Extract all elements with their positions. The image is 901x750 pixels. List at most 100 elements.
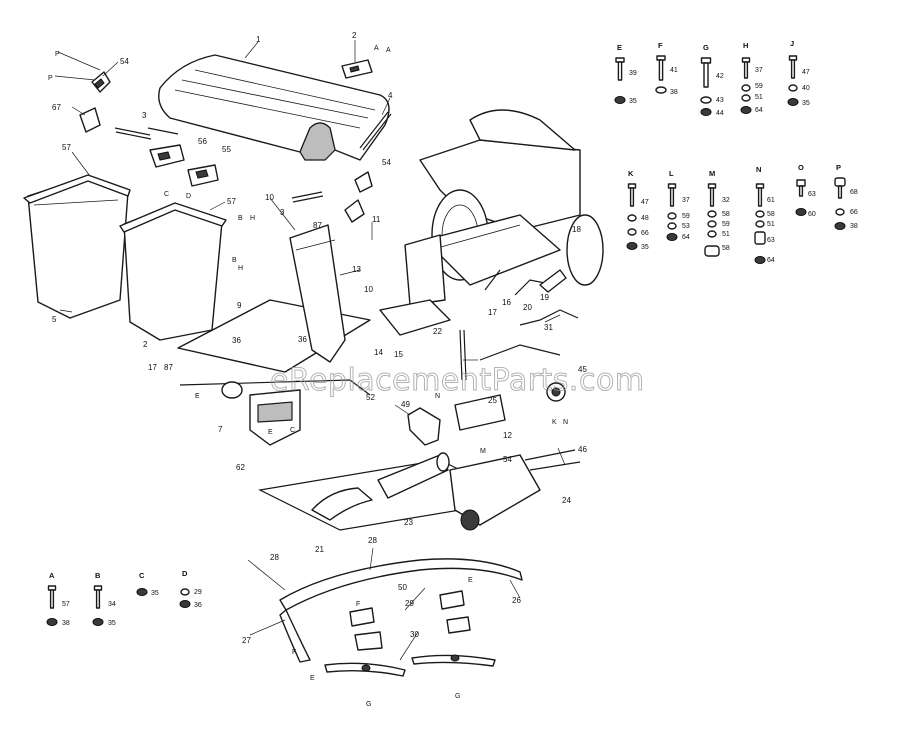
callout-31: 31 [544, 323, 553, 332]
hw-letter-k: K [628, 169, 634, 178]
callout-36-a: 36 [232, 336, 241, 345]
hw-letter-o: O [798, 163, 804, 172]
ref-e-3: E [468, 577, 473, 584]
hw-k-n2: 66 [641, 230, 649, 237]
callout-4: 4 [388, 91, 393, 100]
callout-24: 24 [562, 496, 571, 505]
callout-54-c: 54 [503, 455, 512, 464]
callout-52: 52 [366, 393, 375, 402]
hw-m-n1: 58 [722, 211, 730, 218]
watermark-text: eReplacementParts.com [270, 363, 645, 398]
callout-5: 5 [52, 315, 57, 324]
callout-67: 67 [52, 103, 61, 112]
hw-letter-j: J [790, 39, 794, 48]
rod-22 [459, 329, 467, 381]
callout-10: 10 [265, 193, 274, 202]
callout-22: 22 [433, 327, 442, 336]
ref-n-1: N [435, 393, 440, 400]
hw-n-n0: 61 [767, 197, 775, 204]
callout-36-b: 36 [298, 335, 307, 344]
callouts: 1 2 2 3 3 4 5 7 9 10 10 11 12 13 14 15 1… [52, 31, 587, 645]
hw-h-n2: 51 [755, 94, 763, 101]
callout-12: 12 [503, 431, 512, 440]
plate-25 [454, 344, 561, 431]
catcher-cover [158, 54, 390, 161]
hw-e-n0: 39 [629, 70, 637, 77]
callout-18: 18 [572, 225, 581, 234]
hw-letter-d: D [182, 569, 188, 578]
callout-13: 13 [352, 265, 361, 274]
hw-p-n1: 66 [850, 209, 858, 216]
hw-f-n1: 38 [670, 89, 678, 96]
hardware-legend: E 39 35 F 41 38 G 42 43 44 H 37 59 51 64… [49, 39, 858, 627]
ref-c-2: C [290, 427, 295, 434]
callout-19: 19 [540, 293, 549, 302]
hw-k-n1: 48 [641, 215, 649, 222]
hw-j-n1: 40 [802, 85, 810, 92]
hw-letter-l: L [669, 169, 674, 178]
ref-p-1: P [55, 51, 60, 58]
ref-m-1: M [480, 448, 486, 455]
hw-j-n2: 35 [802, 100, 810, 107]
hw-g-n1: 43 [716, 97, 724, 104]
hw-m-n2: 59 [722, 221, 730, 228]
hw-letter-m: M [709, 169, 715, 178]
blade-assembly [279, 558, 523, 677]
hw-m-n3: 51 [722, 231, 730, 238]
ref-p-2: P [48, 75, 53, 82]
hw-o-n0: 63 [808, 191, 816, 198]
hw-d-n1: 36 [194, 602, 202, 609]
hw-p-n0: 68 [850, 189, 858, 196]
hardware-bolts [46, 55, 846, 626]
chute-24 [449, 449, 581, 531]
hw-b-n1: 35 [108, 620, 116, 627]
hw-n-n1: 58 [767, 211, 775, 218]
hw-p-n2: 38 [850, 223, 858, 230]
catcher-bag-left [23, 174, 131, 319]
hw-h-n1: 59 [755, 83, 763, 90]
ref-d-1: D [186, 193, 191, 200]
callout-2-bag: 2 [143, 340, 148, 349]
callout-50: 50 [398, 583, 407, 592]
ref-n-2: N [563, 419, 568, 426]
callout-11: 11 [372, 215, 381, 224]
hw-l-n1: 59 [682, 213, 690, 220]
callout-46: 46 [578, 445, 587, 454]
hw-letter-g: G [703, 43, 709, 52]
fitting-45 [546, 382, 566, 402]
callout-21: 21 [315, 545, 324, 554]
latch-parts [79, 71, 373, 223]
callout-57-b: 57 [227, 197, 236, 206]
hw-l-n3: 64 [682, 234, 690, 241]
tractor-rear [419, 109, 604, 286]
bracket-49 [407, 407, 441, 446]
callout-45: 45 [578, 365, 587, 374]
callout-14: 14 [374, 348, 383, 357]
ref-a-2: A [386, 47, 391, 54]
callout-20: 20 [523, 303, 532, 312]
catcher-bag-right [119, 202, 227, 341]
support-frame [177, 224, 371, 373]
hw-letter-c: C [139, 571, 145, 580]
hw-n-n3: 63 [767, 237, 775, 244]
hw-a-n1: 38 [62, 620, 70, 627]
ref-g-1: G [366, 701, 371, 708]
hw-k-n0: 47 [641, 199, 649, 206]
discharge-pipe [311, 452, 450, 521]
hw-l-n2: 53 [682, 223, 690, 230]
hw-o-n1: 60 [808, 211, 816, 218]
callout-28-a: 28 [270, 553, 279, 562]
hw-b-n0: 34 [108, 601, 116, 608]
reference-letters: P P A A C D B H B H E E C N K N M F F E … [48, 45, 568, 708]
callout-3-b: 3 [280, 208, 285, 217]
ref-e-4: E [310, 675, 315, 682]
hw-l-n0: 37 [682, 197, 690, 204]
bracket-62 [249, 389, 301, 446]
hw-n-n2: 51 [767, 221, 775, 228]
callout-29: 29 [405, 599, 414, 608]
rod-4 [359, 111, 392, 151]
hw-k-n3: 35 [641, 244, 649, 251]
ref-h-1: H [250, 215, 255, 222]
rod-3 [114, 127, 324, 203]
